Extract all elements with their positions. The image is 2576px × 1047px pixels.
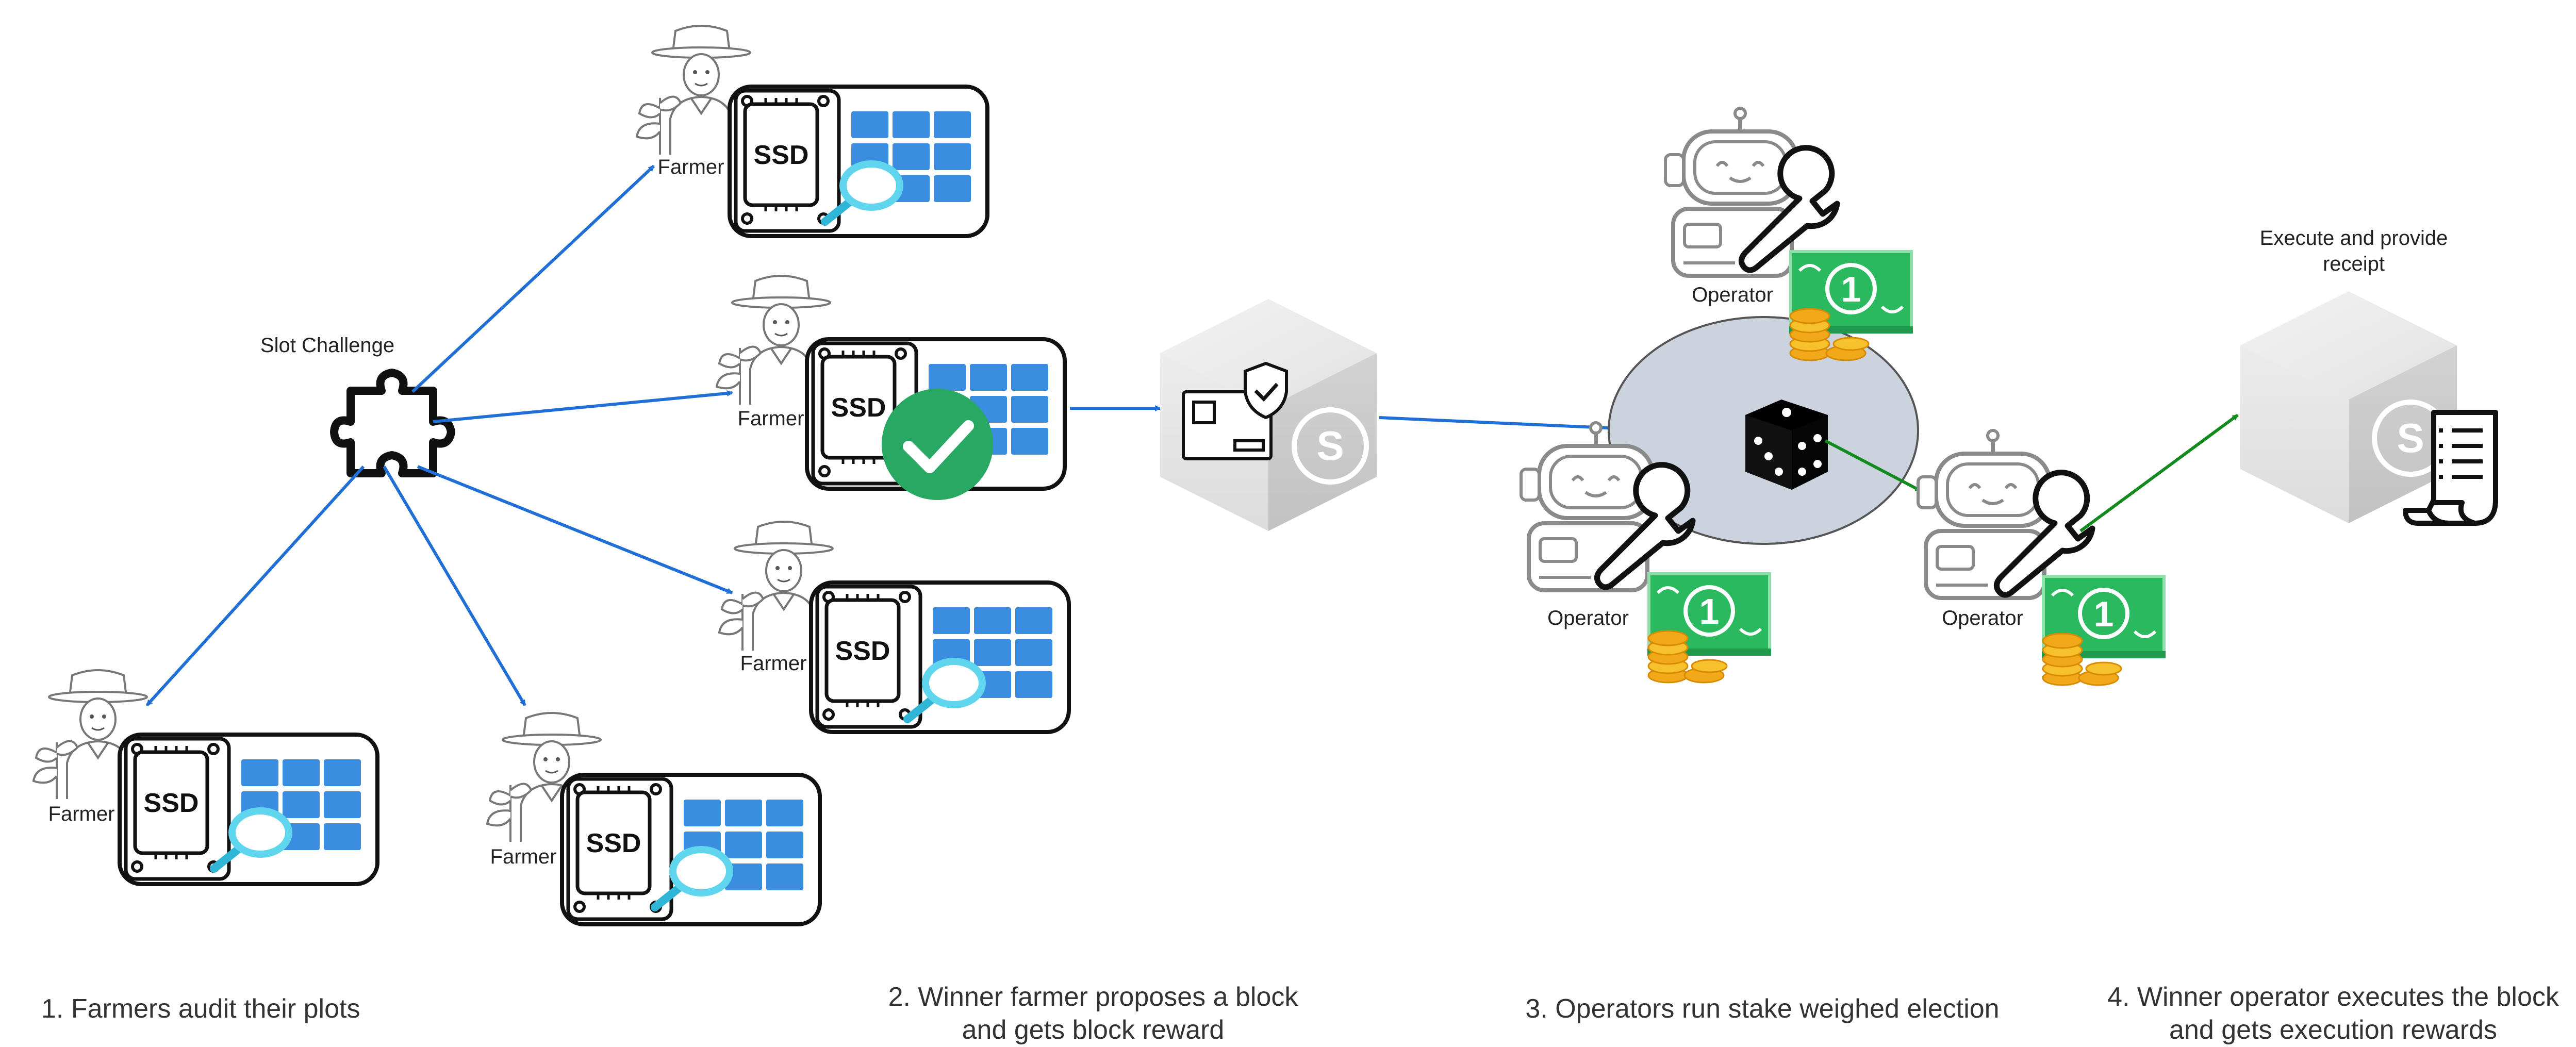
farmer-label: Farmer [657,156,724,178]
arrow-to-farmer-bottom [383,466,526,706]
step-2-caption: 2. Winner farmer proposes a block and ge… [888,980,1298,1046]
storage-card [730,87,987,236]
step-1-caption: 1. Farmers audit their plots [41,994,360,1024]
money-icon [1789,250,1913,360]
execute-receipt-line2: receipt [2322,253,2385,275]
farmer-label: Farmer [740,652,807,675]
step-2-line2: and gets block reward [962,1015,1225,1045]
execution-cube-icon [2240,291,2457,523]
arrow-block-to-election [1379,416,1630,432]
receipt-icon [2403,410,2498,526]
farmer-label: Farmer [490,845,557,868]
slot-challenge-label: Slot Challenge [260,334,395,357]
step-4-line2: and gets execution rewards [2169,1015,2497,1045]
block-shield-icon [1182,361,1288,460]
execute-receipt-line1: Execute and provide [2259,227,2448,250]
step-4-line1: 4. Winner operator executes the block [2107,982,2559,1012]
dice-icon [1745,400,1828,490]
check-icon [882,389,993,500]
step-4-caption: 4. Winner operator executes the block an… [2107,980,2559,1046]
execute-receipt-label: Execute and provide receipt [2251,225,2457,277]
arrow-dice-to-winner [1824,439,1922,492]
arrow-to-farmer-top [411,164,655,393]
block-logo: S [1316,423,1344,469]
storage-card [811,583,1069,732]
money-icon [2042,575,2166,685]
arrow-to-farmer-winner [433,390,733,423]
arrow-to-farmer-left [145,465,365,707]
arrow-winner-to-execution [2079,413,2239,533]
operator-label: Operator [1692,284,1773,306]
execution-logo: S [2397,415,2424,461]
operator-label: Operator [1942,607,2023,629]
farmer-label: Farmer [48,803,115,825]
arrow-to-farmer-mid [417,465,733,594]
step-3-caption: 3. Operators run stake weighed election [1525,994,2000,1024]
step-2-line1: 2. Winner farmer proposes a block [888,982,1298,1012]
money-icon [1647,572,1771,683]
operator-label: Operator [1547,607,1629,629]
farmer-label: Farmer [737,407,804,430]
